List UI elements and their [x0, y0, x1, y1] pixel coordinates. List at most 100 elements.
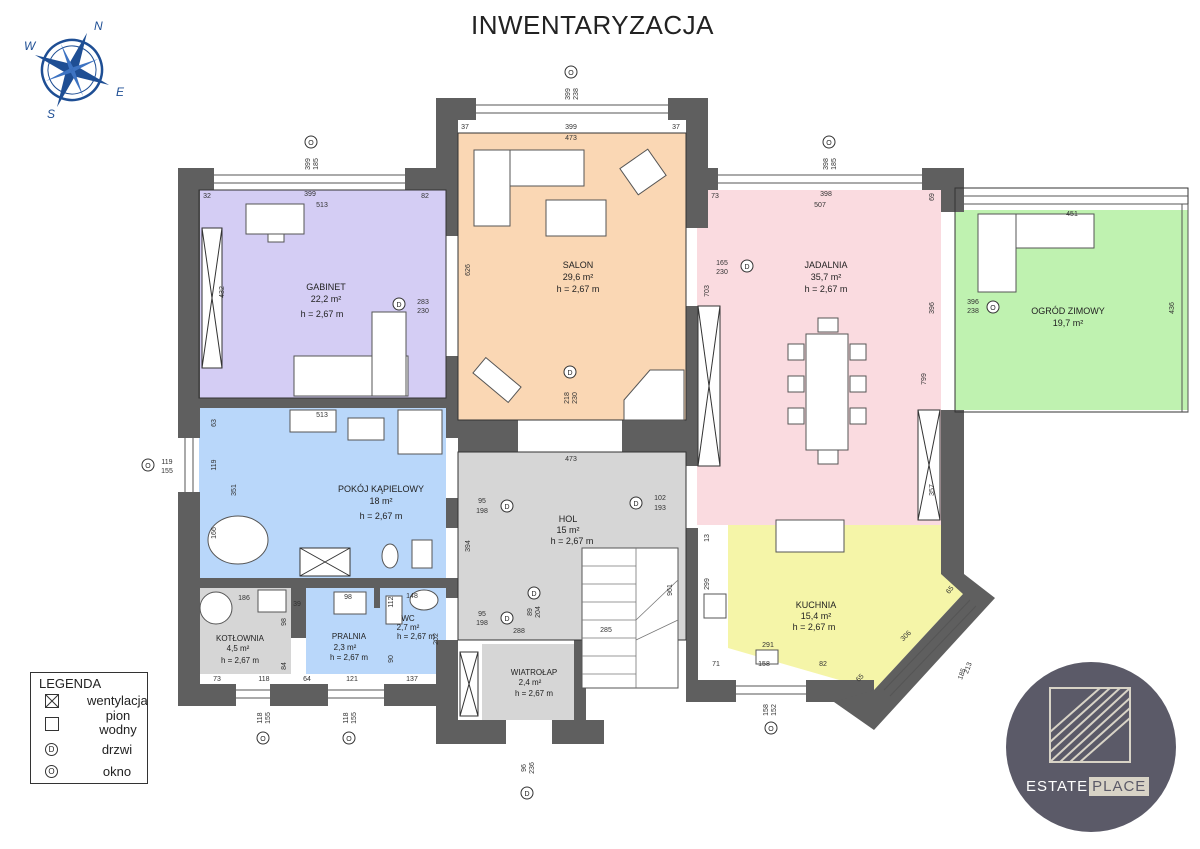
svg-text:218: 218 — [564, 392, 571, 404]
svg-text:473: 473 — [565, 456, 577, 463]
svg-text:63: 63 — [211, 419, 218, 427]
room-pralnia-height: h = 2,67 m — [330, 653, 368, 662]
svg-text:351: 351 — [231, 484, 238, 496]
svg-text:73: 73 — [213, 676, 221, 683]
svg-text:95: 95 — [478, 498, 486, 505]
svg-text:73: 73 — [711, 193, 719, 200]
svg-text:288: 288 — [513, 628, 525, 635]
door-marker: D — [740, 259, 754, 273]
svg-text:399: 399 — [305, 158, 312, 170]
compass-n: N — [94, 19, 103, 33]
room-kuchnia-area: 15,4 m² — [801, 611, 832, 621]
room-hol-area: 15 m² — [556, 525, 579, 535]
svg-text:13: 13 — [704, 534, 711, 542]
svg-text:O: O — [826, 140, 832, 147]
svg-text:65: 65 — [945, 585, 955, 596]
ventilation-icon — [45, 694, 59, 708]
svg-text:155: 155 — [161, 468, 173, 475]
svg-text:71: 71 — [712, 661, 720, 668]
room-kuchnia-height: h = 2,67 m — [793, 622, 836, 632]
svg-text:703: 703 — [704, 285, 711, 297]
svg-text:121: 121 — [346, 676, 358, 683]
room-jadalnia-area: 35,7 m² — [811, 272, 842, 282]
svg-text:213: 213 — [963, 661, 974, 674]
legend-title: LEGENDA — [39, 676, 102, 691]
svg-text:102: 102 — [654, 495, 666, 502]
markers: O O O O O O O O D D D D D D D D — [141, 65, 1000, 800]
room-gabinet-name: GABINET — [306, 282, 346, 292]
room-jadalnia-height: h = 2,67 m — [805, 284, 848, 294]
legend-item-water: pion wodny — [99, 708, 137, 737]
room-jadalnia-name: JADALNIA — [804, 260, 847, 270]
dimension-labels: 32 399 82 513 399 185 432 283 230 37 399… — [161, 88, 1176, 774]
svg-text:299: 299 — [704, 578, 711, 590]
window-marker: O — [986, 300, 1000, 314]
window-marker: O — [822, 135, 836, 149]
svg-text:37: 37 — [461, 124, 469, 131]
door-marker-icon: D — [45, 743, 58, 756]
svg-text:D: D — [504, 504, 509, 511]
door-marker: D — [500, 499, 514, 513]
svg-text:155: 155 — [265, 712, 272, 724]
room-kotlownia-name: KOTŁOWNIA — [216, 634, 265, 643]
svg-text:507: 507 — [814, 202, 826, 209]
svg-text:285: 285 — [600, 627, 612, 634]
svg-text:230: 230 — [417, 308, 429, 315]
svg-text:37: 37 — [672, 124, 680, 131]
svg-text:230: 230 — [572, 392, 579, 404]
svg-text:193: 193 — [654, 505, 666, 512]
svg-text:D: D — [633, 501, 638, 508]
svg-text:473: 473 — [565, 135, 577, 142]
room-salon-area: 29,6 m² — [563, 272, 594, 282]
svg-text:283: 283 — [417, 299, 429, 306]
outlines — [198, 132, 1189, 641]
room-lazienka-height: h = 2,67 m — [360, 511, 403, 521]
compass-w: W — [24, 39, 37, 53]
room-wc-name: WC — [401, 614, 415, 623]
room-ogrod-area: 19,7 m² — [1053, 318, 1084, 328]
room-lazienka-area: 18 m² — [369, 496, 392, 506]
room-salon-name: SALON — [563, 260, 594, 270]
window-marker: O — [141, 458, 155, 472]
window-marker-icon: O — [45, 765, 58, 778]
logo-text-place: PLACE — [1089, 777, 1150, 796]
room-lazienka-name: POKÓJ KĄPIELOWY — [338, 484, 424, 494]
svg-text:D: D — [531, 591, 536, 598]
svg-text:291: 291 — [762, 642, 774, 649]
furniture — [199, 148, 1095, 689]
room-wc-area: 2,7 m² — [397, 623, 420, 632]
svg-text:O: O — [768, 726, 774, 733]
svg-text:95: 95 — [478, 611, 486, 618]
svg-text:D: D — [744, 264, 749, 271]
svg-text:118: 118 — [343, 712, 350, 723]
svg-text:396: 396 — [967, 299, 979, 306]
svg-text:186: 186 — [238, 595, 250, 602]
svg-text:185: 185 — [831, 158, 838, 170]
svg-text:204: 204 — [535, 606, 542, 618]
window-marker: O — [342, 731, 356, 745]
ventilation-icon — [201, 227, 941, 717]
svg-text:119: 119 — [211, 459, 218, 470]
svg-text:396: 396 — [929, 302, 936, 314]
svg-text:90: 90 — [388, 655, 395, 663]
room-kuchnia-name: KUCHNIA — [796, 600, 837, 610]
svg-text:118: 118 — [258, 676, 269, 683]
svg-text:155: 155 — [351, 712, 358, 724]
door-marker: D — [520, 786, 534, 800]
door-marker: D — [500, 611, 514, 625]
room-kotlownia-height: h = 2,67 m — [221, 656, 259, 665]
room-wiatrolap-fill — [482, 644, 574, 720]
svg-text:119: 119 — [161, 459, 172, 466]
svg-text:32: 32 — [203, 193, 211, 200]
room-kuchnia-fill — [728, 525, 963, 690]
svg-text:69: 69 — [929, 193, 936, 201]
svg-text:799: 799 — [921, 373, 928, 385]
room-ogrod-name: OGRÓD ZIMOWY — [1031, 306, 1105, 316]
svg-text:185: 185 — [313, 158, 320, 170]
svg-text:D: D — [567, 370, 572, 377]
svg-text:399: 399 — [565, 124, 577, 131]
room-wc-height: h = 2,67 m — [397, 632, 435, 641]
svg-text:436: 436 — [1169, 302, 1176, 314]
door-marker: D — [392, 297, 406, 311]
